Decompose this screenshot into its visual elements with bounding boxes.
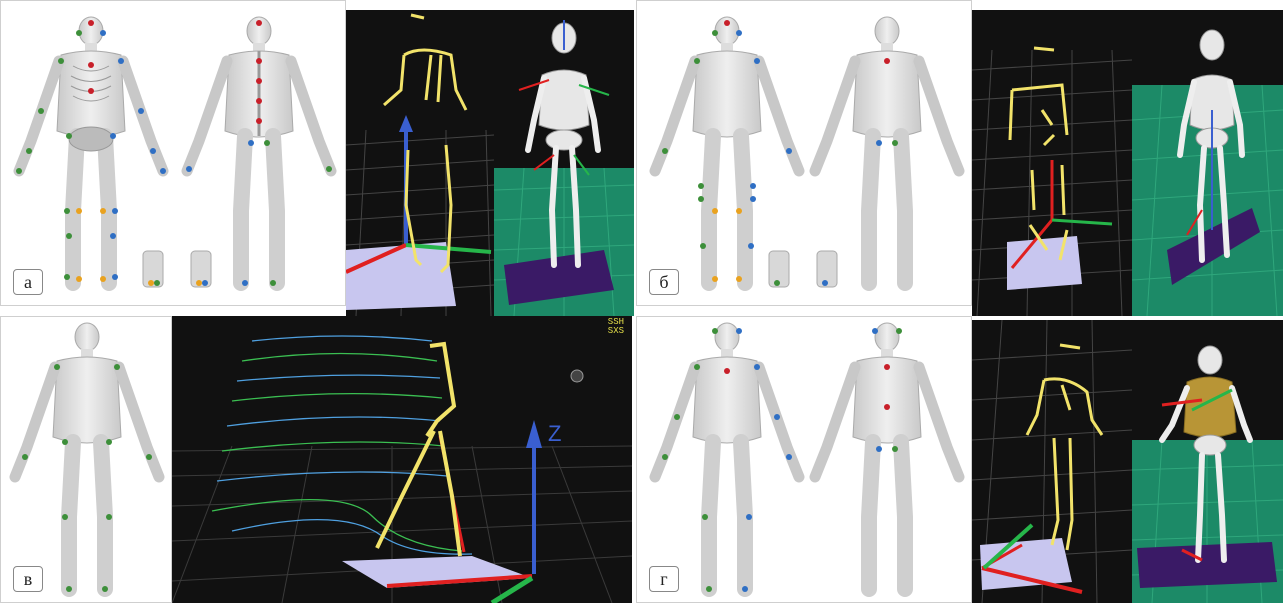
back-body-figure-b (815, 17, 959, 283)
foot-detail-figures-b (769, 251, 837, 287)
stick-figure-scene-g (972, 320, 1132, 603)
panel-b-stick-view (972, 10, 1132, 316)
front-body-figure (16, 17, 166, 283)
skeleton-scene-g (1132, 320, 1283, 603)
panel-label-a: а (13, 269, 43, 295)
panel-label-g: г (649, 566, 679, 592)
skeleton-scene-b (1132, 10, 1283, 316)
panel-g-body-figures (637, 317, 972, 603)
panel-label-b: б (649, 269, 679, 295)
stick-figure-scene-b (972, 10, 1132, 316)
panel-g-skeleton-view (1132, 320, 1283, 603)
panel-g-stick-view (972, 320, 1132, 603)
panel-label-v: в (13, 566, 43, 592)
panel-v-body-figure (1, 317, 172, 603)
front-body-figure-g (655, 323, 799, 592)
panel-a-body-marker-view: а (0, 0, 346, 306)
panel-a-stick-view (346, 10, 494, 316)
panel-a-skeleton-view (494, 10, 634, 316)
back-body-figure (186, 17, 332, 286)
panel-v-trajectory-view: Z SSH SXS (172, 316, 632, 603)
stick-figure-scene-a (346, 10, 494, 316)
skeleton-scene-a (494, 10, 634, 316)
panel-b-body-marker-view: б (636, 0, 972, 306)
trajectory-scene: Z (172, 316, 632, 603)
foot-detail-figures (143, 251, 211, 287)
panel-g-body-marker-view: г (636, 316, 972, 603)
back-body-figure-g (815, 323, 959, 589)
panel-a-body-figures (1, 1, 346, 306)
front-body-figure-v (15, 323, 159, 592)
z-axis-label: Z (548, 421, 561, 446)
hud-readout: SSH SXS (608, 318, 624, 336)
panel-b-skeleton-view (1132, 10, 1283, 316)
front-body-figure-b (655, 17, 799, 283)
hud-line-2: SXS (608, 327, 624, 336)
panel-v-body-marker-view: в (0, 316, 172, 603)
panel-b-body-figures (637, 1, 972, 306)
